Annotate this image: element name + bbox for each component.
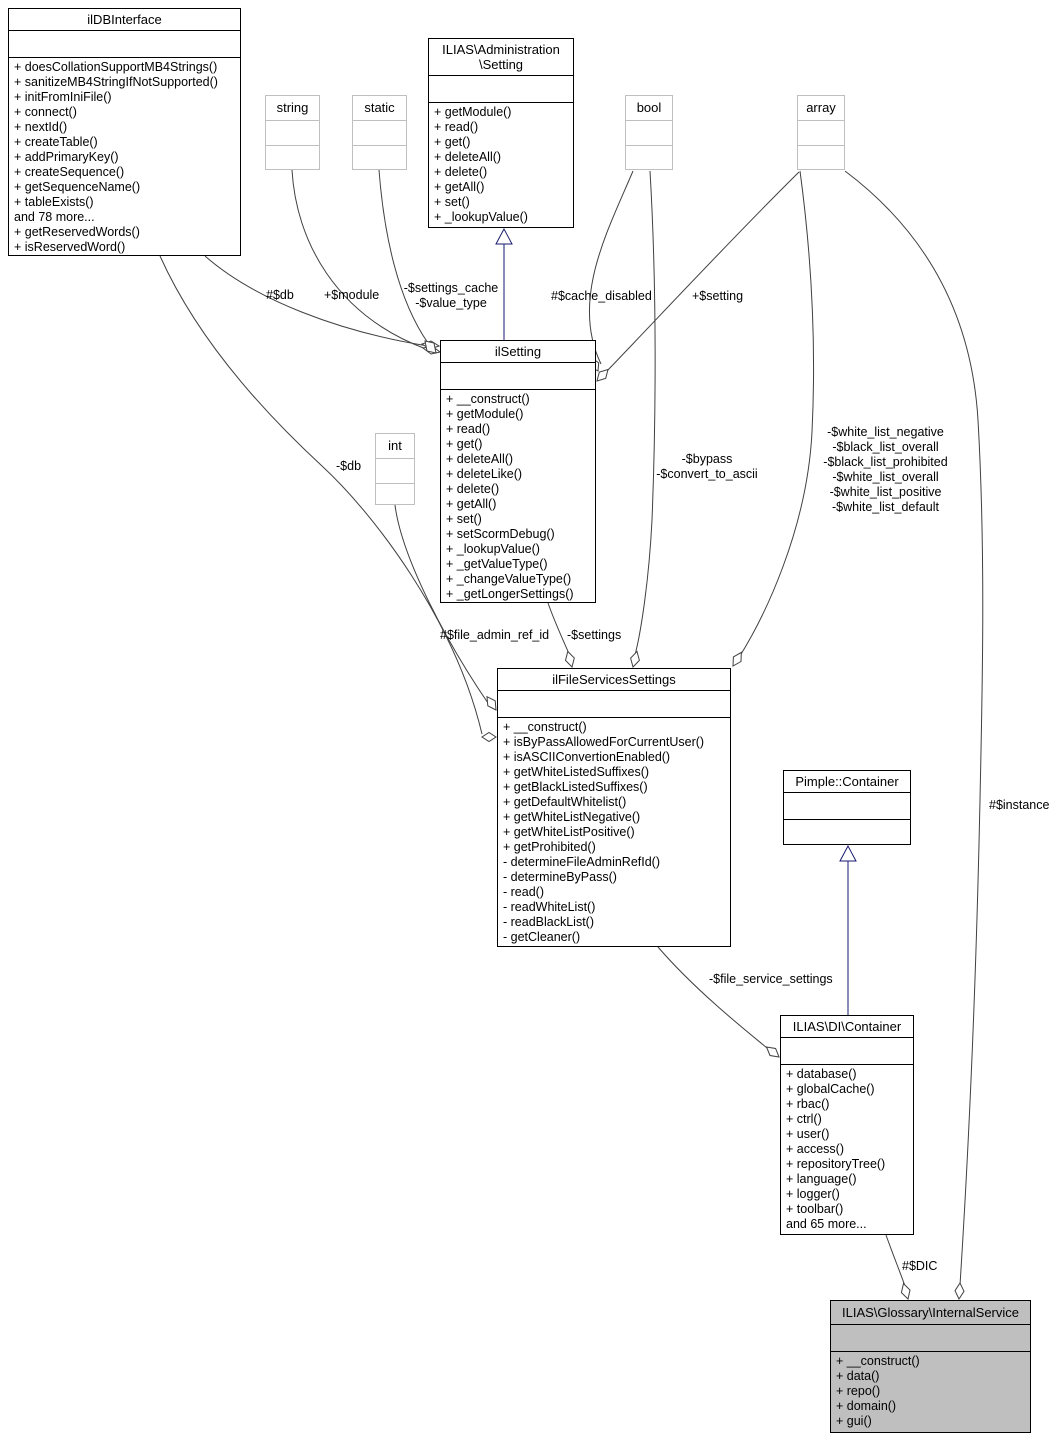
aggregation-diamond-dic: [900, 1282, 911, 1300]
edge-bool-filesettings: [634, 170, 656, 656]
class-glossary-internalservice: ILIAS\Glossary\InternalService + __const…: [830, 1300, 1031, 1433]
type-array-attributes: [798, 121, 844, 146]
edge-array-filesettings: [737, 170, 814, 660]
class-ildbinterface-attributes: [9, 31, 240, 58]
edge-dbinterface-ilsetting: [204, 255, 429, 347]
aggregation-diamond-settings: [564, 650, 575, 668]
class-ilfileservicessettings-methods: + __construct() + isByPassAllowedForCurr…: [503, 720, 705, 944]
class-pimple-container-title: Pimple::Container: [784, 771, 910, 793]
class-ilsetting-attributes: [441, 363, 595, 390]
type-bool-attributes: [626, 121, 672, 146]
class-pimple-container-methods: [784, 820, 910, 844]
aggregation-diamond-instance: [954, 1281, 965, 1301]
edge-filesettings-dicontainer: [657, 946, 773, 1053]
class-di-container-title: ILIAS\DI\Container: [781, 1016, 913, 1038]
edge-static-ilsetting: [378, 169, 429, 344]
edge-label-cache-disabled: #$cache_disabled: [551, 289, 652, 303]
class-ildbinterface-title: ilDBInterface: [9, 9, 240, 31]
edge-dbinterface-filesettings: [159, 255, 483, 735]
aggregation-diamond-settings-cache: [424, 340, 437, 354]
class-glossary-internalservice-title: ILIAS\Glossary\InternalService: [831, 1301, 1030, 1325]
class-ilfileservicessettings-attributes: [498, 691, 730, 718]
class-ilfileservicessettings-title: ilFileServicesSettings: [498, 669, 730, 691]
edge-label-setting: +$setting: [692, 289, 744, 303]
type-static: static: [352, 95, 407, 170]
type-bool-title: bool: [626, 96, 672, 121]
edge-label-file-admin-ref-id: #$file_admin_ref_id: [440, 628, 550, 642]
class-di-container-methods: + database() + globalCache() + rbac() + …: [786, 1067, 886, 1231]
class-glossary-internalservice-methods: + __construct() + data() + repo() + doma…: [836, 1354, 920, 1428]
type-int-methods: [376, 484, 414, 504]
edge-dicontainer-internalservice: [885, 1234, 906, 1287]
type-bool-methods: [626, 146, 672, 169]
edge-label-dic: #$DIC: [902, 1259, 938, 1273]
class-di-container: ILIAS\DI\Container + database() + global…: [780, 1015, 914, 1235]
class-ilfileservicessettings: ilFileServicesSettings + __construct() +…: [497, 668, 731, 947]
type-int-title: int: [376, 434, 414, 459]
edge-bool-ilsetting: [588, 170, 634, 365]
type-int-attributes: [376, 459, 414, 484]
type-static-title: static: [353, 96, 406, 121]
edge-label-lists: -$white_list_negative -$black_list_overa…: [823, 425, 948, 514]
aggregation-diamond-file-service-settings: [765, 1046, 780, 1058]
class-administration-setting-title: ILIAS\Administration \Setting: [429, 39, 573, 76]
type-bool: bool: [625, 95, 673, 170]
class-ildbinterface: ilDBInterface + doesCollationSupportMB4S…: [8, 8, 241, 256]
class-ilsetting-methods: + __construct() + getModule() + read() +…: [446, 392, 574, 601]
edge-array-internalservice: [844, 170, 984, 1286]
class-pimple-container: Pimple::Container: [783, 770, 911, 845]
class-administration-setting: ILIAS\Administration \Setting + getModul…: [428, 38, 574, 228]
edge-label-module: +$module: [324, 288, 380, 302]
type-string: string: [265, 95, 320, 170]
edge-label-file-service-settings: -$file_service_settings: [709, 972, 833, 986]
type-static-attributes: [353, 121, 406, 146]
edge-label-bypass: -$bypass -$convert_to_ascii: [656, 452, 758, 481]
edge-label-settings-cache: -$settings_cache -$value_type: [403, 281, 499, 310]
aggregation-diamond-lists: [732, 651, 742, 667]
inheritance-arrow-pimple: [839, 844, 857, 862]
class-glossary-internalservice-attributes: [831, 1325, 1030, 1352]
type-string-attributes: [266, 121, 319, 146]
class-ildbinterface-methods: + doesCollationSupportMB4Strings() + san…: [14, 60, 218, 254]
type-array: array: [797, 95, 845, 170]
type-int: int: [375, 433, 415, 505]
edge-int-filesettings: [394, 504, 491, 707]
aggregation-diamond-file-admin-ref-id: [486, 695, 497, 711]
edge-label-settings: -$settings: [567, 628, 622, 642]
edge-label-instance: #$instance: [989, 798, 1050, 812]
type-array-title: array: [798, 96, 844, 121]
class-administration-setting-attributes: [429, 76, 573, 103]
type-string-title: string: [266, 96, 319, 121]
aggregation-diamond-bypass: [630, 650, 640, 668]
edge-string-ilsetting: [291, 169, 427, 350]
class-administration-setting-methods: + getModule() + read() + get() + deleteA…: [434, 105, 528, 224]
edge-label-db-filesettings: -$db: [336, 459, 362, 473]
edge-array-ilsetting: [605, 171, 800, 373]
class-pimple-container-attributes: [784, 793, 910, 820]
class-ilsetting-title: ilSetting: [441, 341, 595, 363]
type-string-methods: [266, 146, 319, 169]
type-array-methods: [798, 146, 844, 169]
inheritance-arrow-adminsetting: [495, 227, 513, 245]
class-ilsetting: ilSetting + __construct() + getModule() …: [440, 340, 596, 603]
type-static-methods: [353, 146, 406, 169]
class-di-container-attributes: [781, 1038, 913, 1065]
edge-label-db: #$db: [266, 288, 294, 302]
aggregation-diamond-setting: [596, 368, 609, 382]
aggregation-diamond-db-filesettings: [481, 731, 497, 743]
